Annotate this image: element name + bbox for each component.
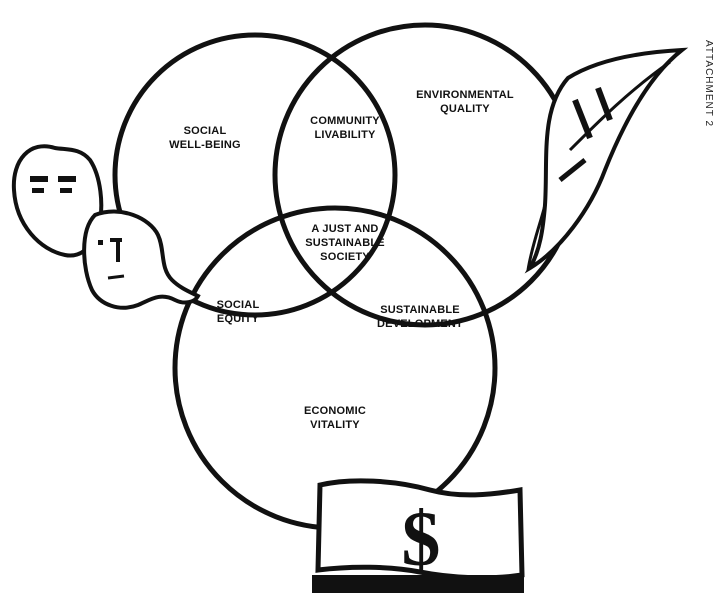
social-circle [112,32,398,318]
dollar-bill-icon: $ [312,478,525,593]
environmental-circle [272,22,578,328]
economic-vitality-label: ECONOMIC VITALITY [303,405,367,431]
environmental-quality-label: ENVIRONMENTAL QUALITY [416,89,514,115]
people-faces-icon [11,144,201,310]
community-livability-label: COMMUNITY LIVABILITY [310,115,380,141]
sustainable-development-label: SUSTAINABLE DEVELOPMENT [377,304,463,330]
just-sustainable-society-label: A JUST AND SUSTAINABLE SOCIETY [305,223,385,263]
dollar-sign: $ [402,495,441,582]
social-equity-label: SOCIAL EQUITY [216,299,260,325]
leaf-icon [524,47,689,274]
social-well-being-label: SOCIAL WELL-BEING [169,125,241,151]
attachment-note: ATTACHMENT 2 [703,40,714,128]
